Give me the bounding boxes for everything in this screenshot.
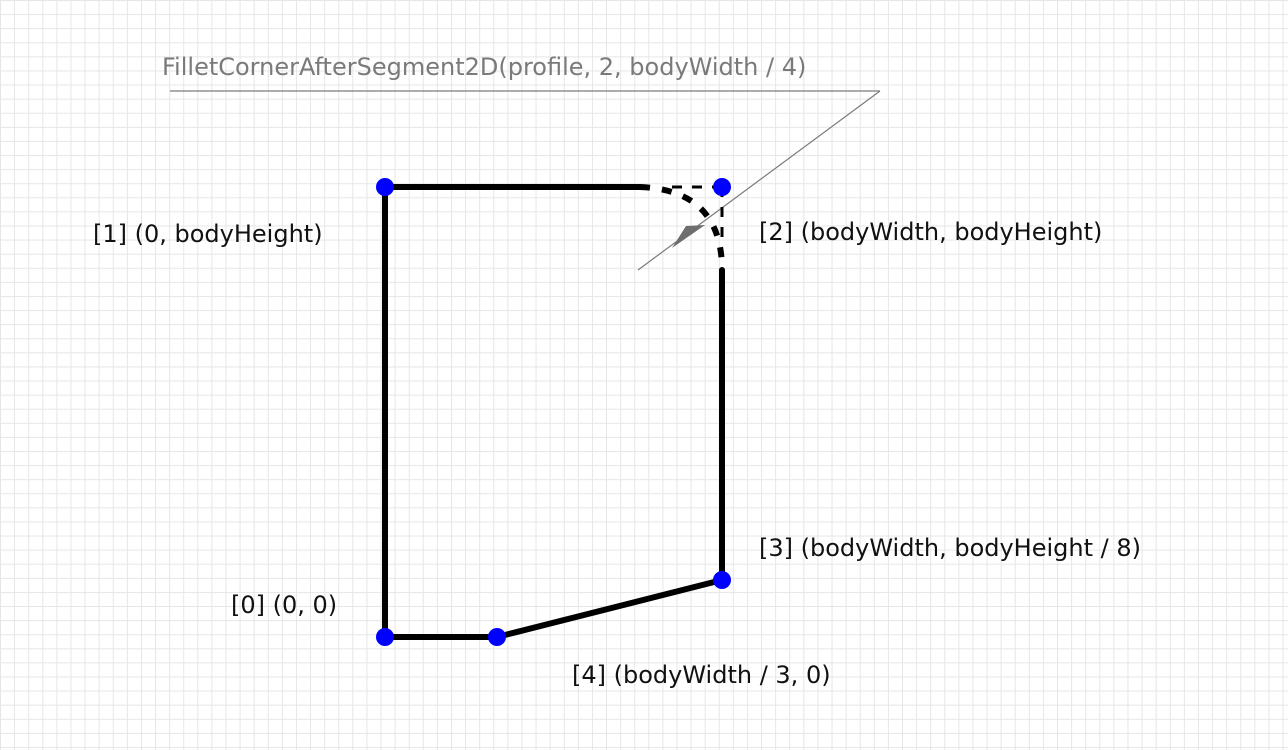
- point-4-label: [4] (bodyWidth / 3, 0): [572, 661, 831, 689]
- annotation-arrowhead: [672, 225, 705, 248]
- point-4-marker: [488, 628, 506, 646]
- point-0-marker: [376, 628, 394, 646]
- segment-3-4: [494, 577, 725, 640]
- point-0-label: [0] (0, 0): [231, 591, 338, 619]
- annotation-text: FilletCornerAfterSegment2D(profile, 2, b…: [162, 53, 807, 81]
- point-2-marker: [713, 178, 731, 196]
- point-2-label: [2] (bodyWidth, bodyHeight): [759, 218, 1103, 246]
- point-3-marker: [713, 571, 731, 589]
- point-3-label: [3] (bodyWidth, bodyHeight / 8): [759, 534, 1141, 562]
- point-1-marker: [376, 178, 394, 196]
- point-1-label: [1] (0, bodyHeight): [93, 220, 323, 248]
- fillet-arc: [639, 184, 725, 271]
